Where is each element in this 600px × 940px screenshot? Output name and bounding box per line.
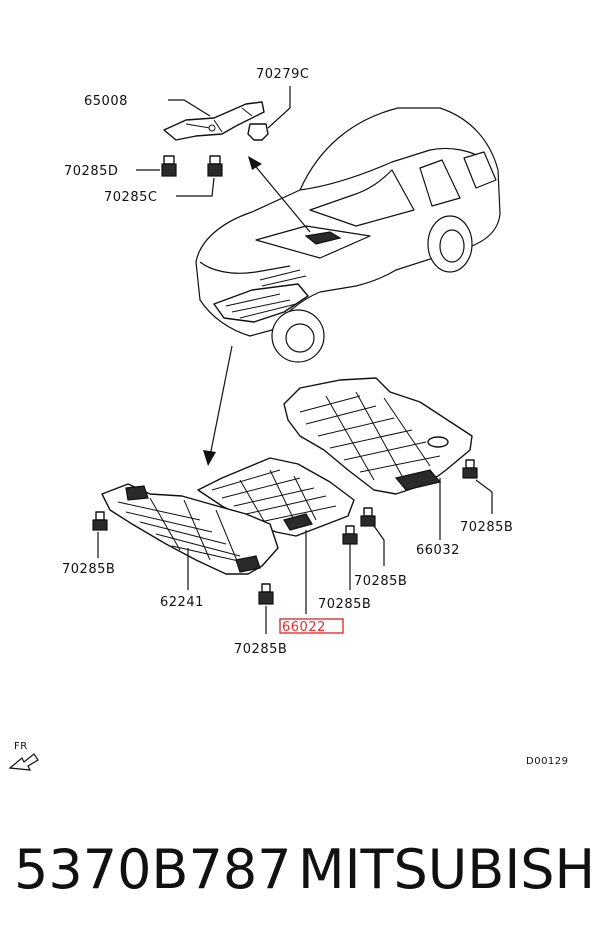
diagram-code: D00129 xyxy=(526,756,569,767)
bolt-70285B-mid1 xyxy=(360,507,376,527)
label-70285D: 70285D xyxy=(64,164,118,179)
vehicle-outline xyxy=(195,107,501,363)
label-70285B-left: 70285B xyxy=(62,562,115,577)
label-70285B-right: 70285B xyxy=(460,520,513,535)
label-70285B-mid2: 70285B xyxy=(318,597,371,612)
bracket-65008 xyxy=(163,101,265,141)
label-62241: 62241 xyxy=(160,595,204,610)
footer-part-number: 5370B787 xyxy=(14,838,292,901)
orientation-label: FR xyxy=(14,741,28,752)
bolt-70285D xyxy=(161,155,177,177)
footer-brand: MITSUBISHI xyxy=(298,838,600,901)
callout-labels: 65008 70279C 70285D 70285C 70285B 66032 … xyxy=(62,67,513,657)
undercover-62241 xyxy=(101,483,279,575)
bolt-70285B-left xyxy=(92,511,108,531)
label-66022: 66022 xyxy=(282,620,326,635)
bolt-70285B-right xyxy=(462,459,478,479)
label-66032: 66032 xyxy=(416,543,460,558)
label-70285C: 70285C xyxy=(104,190,157,205)
highlight-box-66022 xyxy=(279,618,344,634)
leader-lines xyxy=(97,86,493,634)
front-orientation-marker: FR xyxy=(8,741,39,771)
undercover-66032 xyxy=(283,377,473,495)
front-arrow-icon xyxy=(8,753,39,771)
label-70285B-bottom: 70285B xyxy=(234,642,287,657)
label-70285B-mid1: 70285B xyxy=(354,574,407,589)
bolt-70285B-bottom xyxy=(258,583,274,605)
bolt-70285B-mid2 xyxy=(342,525,358,545)
clip-70279C xyxy=(247,123,269,141)
bolt-70285C xyxy=(207,155,223,177)
label-70279C: 70279C xyxy=(256,67,309,82)
direction-arrows xyxy=(203,156,311,466)
label-65008: 65008 xyxy=(84,94,128,109)
